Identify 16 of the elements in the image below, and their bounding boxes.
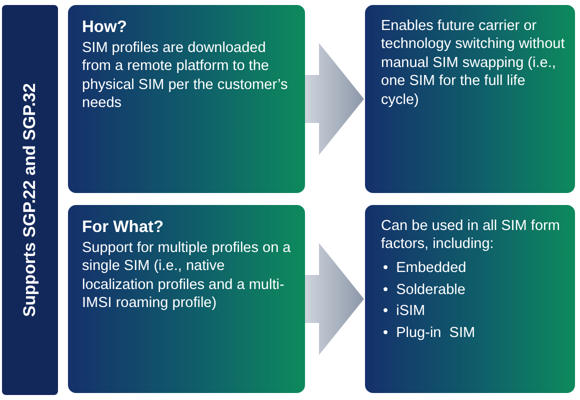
bullet-item: • Plug-in SIM xyxy=(383,324,476,344)
content-box xyxy=(68,205,305,393)
bullet-item: • Embedded xyxy=(383,258,468,278)
content-box xyxy=(365,205,575,393)
bullet-item: • Solderable xyxy=(383,280,466,300)
box-heading: For What? xyxy=(82,217,165,238)
bullet-item: • iSIM xyxy=(383,302,426,322)
box-heading: How? xyxy=(82,17,128,38)
content-box xyxy=(68,5,305,193)
content-box xyxy=(365,5,575,193)
box-text: Enables future carrier or technology switching without manual SIM swapping (i.e., one SIM for the full life cycle) xyxy=(381,17,565,110)
box-text: SIM profiles are downloaded from a remote platform to the physical SIM per the customer’s needs xyxy=(82,38,289,113)
band-label: Supports SGP.22 and SGP.32 xyxy=(20,83,40,317)
side-band xyxy=(2,5,58,395)
box-text: Support for multiple profiles on a single SIM (i.e., native localization profiles and a multi-IMSI roaming profile) xyxy=(82,238,292,313)
box-text: Can be used in all SIM form factors, including: xyxy=(381,217,561,254)
